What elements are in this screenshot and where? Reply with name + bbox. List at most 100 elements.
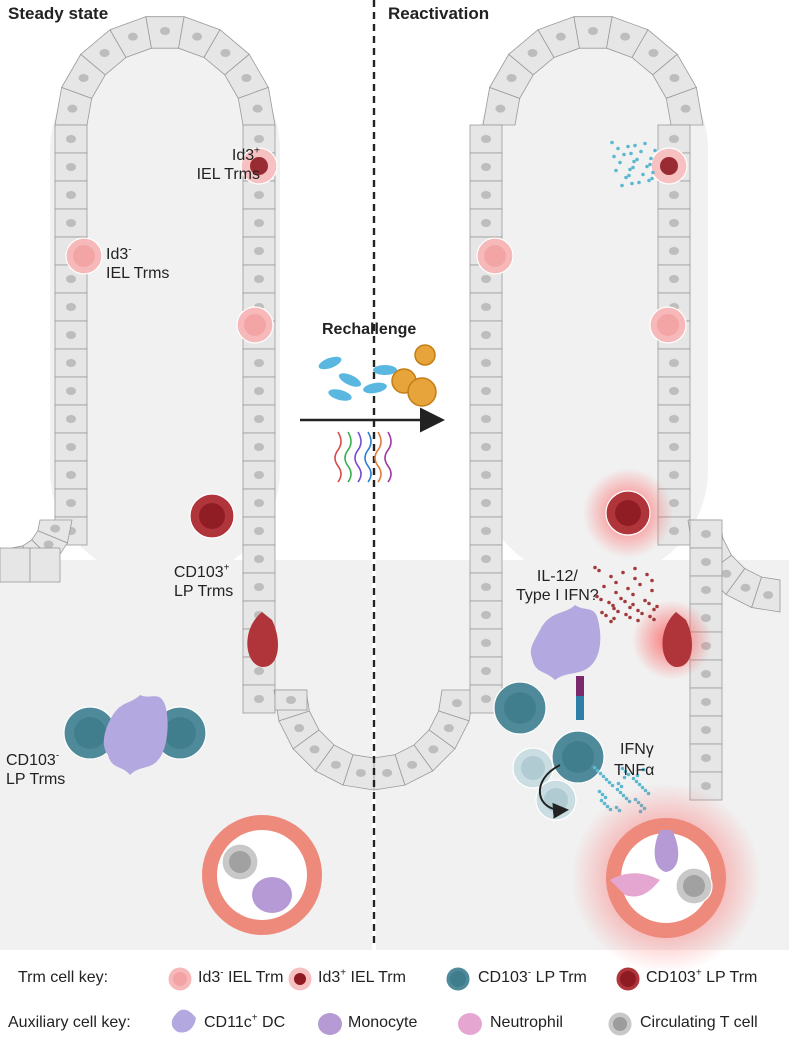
il12-dots [609,619,613,624]
right-base-nucleus [763,591,774,600]
right-villus-left-wall-nucleus [481,387,491,395]
left-villus-right-wall-nucleus [254,275,264,283]
il12-dots [631,602,635,607]
key-graphics [167,966,641,1037]
left-villus-right-wall-nucleus [254,415,264,423]
rechallenge-label: Rechallenge [322,321,417,338]
crypt-left-nucleus [286,696,296,704]
receptor-icon [576,696,584,720]
right-villus-left-wall-nucleus [481,219,491,227]
cd103neg-lp-trm-nucleus [74,717,106,749]
left-villus-left-wall-nucleus [66,499,76,507]
cytokine-dots [647,178,651,183]
right-villus-tip-nucleus [588,27,598,35]
left-villus-left-wall-nucleus [66,135,76,143]
left-villus-left-wall-nucleus [66,219,76,227]
id3neg-iel-trm-nucleus [657,314,679,336]
right-villus-tip-nucleus [680,104,691,113]
left-villus-tip-nucleus [160,27,170,35]
il12-dots [614,580,618,585]
label-cd103pos-lp: CD103+ LP Trms [173,562,234,600]
il12-dots [597,568,601,573]
key-swatch-neutrophil [458,1013,482,1035]
il12-dots [640,611,644,616]
key-cd103pos-lp-trm: CD103+ LP Trm [646,967,758,986]
cytokine-dots [631,165,635,170]
ifn-dots [592,765,597,770]
left-villus-tip-nucleus [220,48,231,57]
cytokine-dots [635,157,639,162]
ifn-dots [598,771,603,776]
crypt-nucleus [443,724,454,733]
il12-dots [652,607,656,612]
left-villus-right-wall-nucleus [254,667,264,675]
right-villus-left-wall-nucleus [481,331,491,339]
nucleic-acid-icon [384,431,392,483]
right-villus-right-wall-nucleus [669,387,679,395]
cytokine-dots [632,159,636,164]
left-villus-right-wall-nucleus [254,135,264,143]
ifn-dots [618,790,623,795]
key-swatch-circulating-t-nucleus [613,1017,627,1031]
il12-dots [633,576,637,581]
cytokine-dots [618,160,622,165]
right-base-wall-nucleus [701,754,711,762]
key-circulating-t-cell: Circulating T cell [640,1014,758,1031]
left-villus-right-wall-nucleus [254,583,264,591]
il12-dots [626,586,630,591]
cells [63,140,761,973]
cytokine-dots [610,140,614,145]
bacteria-icon [338,373,362,387]
right-villus-left-wall-nucleus [481,275,491,283]
il12-dots [631,592,635,597]
right-villus-left-wall-cell [469,208,503,238]
label-cd103neg-lp: CD103- LP Trms [6,750,66,788]
neutrophil [610,873,660,897]
left-villus-left-wall-nucleus [66,163,76,171]
right-villus-right-wall-nucleus [669,191,679,199]
key-cd11c-dc: CD11c+ DC [204,1012,286,1031]
left-villus-right-wall-cell [242,404,276,434]
il12-dots [636,608,640,613]
right-villus-tip-nucleus [506,74,517,82]
left-base-nucleus [43,540,54,549]
il12-dots [612,606,616,611]
right-base-wall-nucleus [701,782,711,790]
label-id3pos-iel: Id3+ IEL Trms [196,145,260,183]
cytokine-dots [624,175,628,180]
left-villus-tip-nucleus [127,32,138,41]
cytokine-dots [628,167,632,172]
bacteria-icon [363,382,387,394]
cytokine-dots [622,152,626,157]
right-villus-left-wall-nucleus [481,303,491,311]
nucleic-acid-icon [364,431,372,483]
left-villus-tip-nucleus [192,32,203,41]
ifn-dots [603,795,608,800]
left-villus-right-wall-nucleus [254,247,264,255]
ifn-dots [619,784,624,789]
ifn-dots [641,767,646,772]
trm-key-title: Trm cell key: [18,969,109,986]
il12-dots [602,584,606,589]
cd103neg-lp-trm-faded-nucleus [521,756,545,780]
il12-dots [643,598,647,603]
right-villus-left-wall-nucleus [481,639,491,647]
nucleic-acid-icon [374,431,382,483]
right-base-nucleus [740,583,751,592]
key-swatch-dc [171,1009,196,1033]
cd11c-dc [103,695,168,775]
right-villus-left-wall-nucleus [481,443,491,451]
ifn-dots [620,766,625,771]
cytokine-dots [643,141,647,146]
il12-dots [604,613,608,618]
right-villus-right-wall-nucleus [669,247,679,255]
il12-dots [652,617,656,622]
il12-dots [612,616,616,621]
il12-dots [650,588,654,593]
ifn-dots [610,783,615,788]
id3neg-iel-trm-nucleus [73,245,95,267]
left-villus-left-wall-nucleus [66,359,76,367]
il12-dots [600,610,604,615]
right-villus-right-wall-nucleus [669,527,679,535]
cytokine-dots [649,156,653,161]
